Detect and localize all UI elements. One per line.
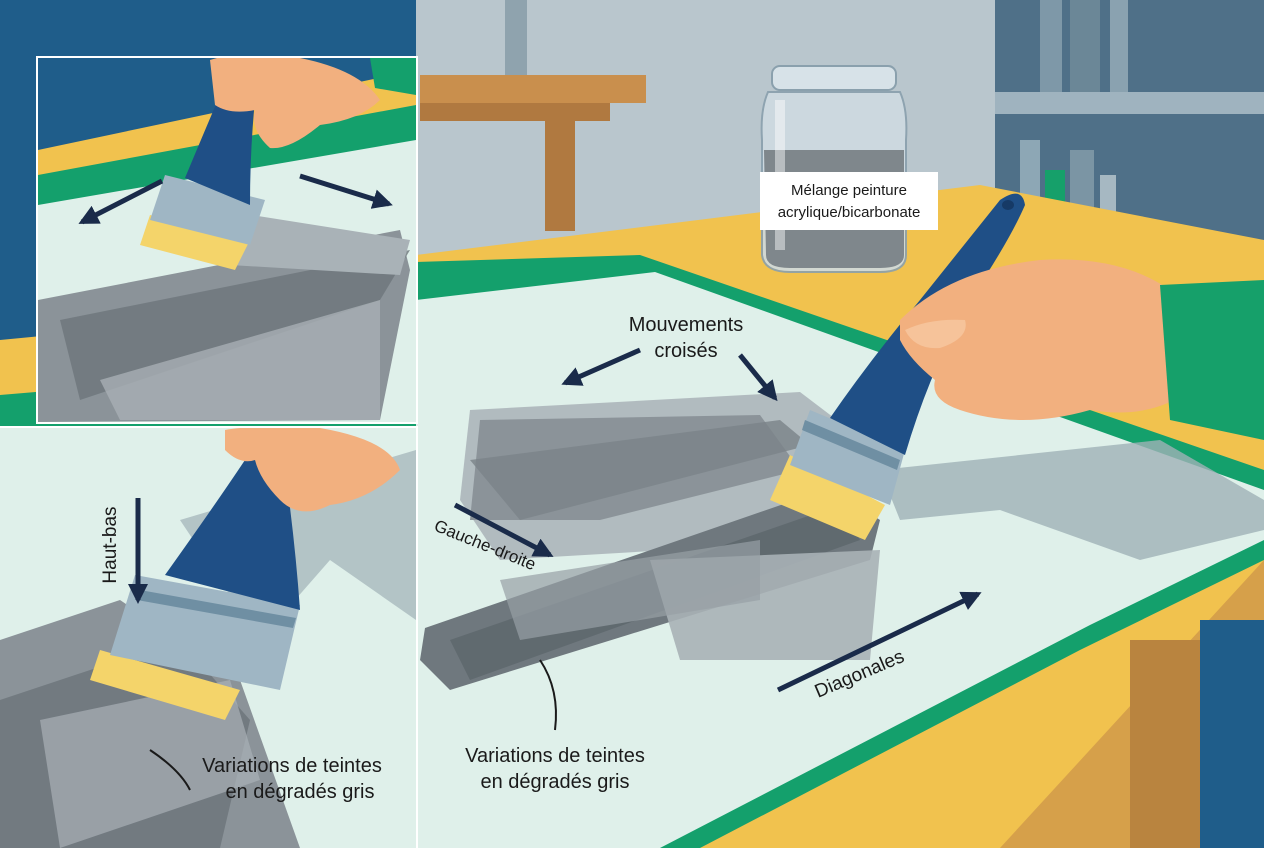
main-panel: Mélange peinture acrylique/bicarbonate — [416, 0, 1264, 848]
sleeve — [1160, 280, 1264, 440]
arrow-inset-left — [78, 178, 164, 225]
main-hand — [900, 259, 1264, 440]
wall-post — [505, 0, 527, 80]
arrow-left-right — [453, 502, 554, 558]
label-crossed-line1: Mouvements — [629, 314, 744, 336]
label-crossed-line2: croisés — [654, 340, 717, 362]
jar-label-line1: Mélange peinture — [791, 182, 907, 199]
leader-line-main — [539, 659, 557, 731]
label-variations-inset-line1: Variations de teintes — [202, 755, 382, 777]
label-variations-main-line2: en dégradés gris — [481, 771, 630, 793]
inset-bottom: Haut-bas Variations de teintes en dégrad… — [0, 426, 418, 848]
paint-strokes — [420, 392, 880, 690]
inset-top — [36, 56, 418, 424]
jar-label-line2: acrylique/bicarbonate — [778, 204, 921, 221]
background-stool — [420, 75, 646, 231]
arrow-inset-right — [299, 173, 393, 209]
arrow-crossed-right — [738, 353, 778, 402]
label-variations-inset-line2: en dégradés gris — [226, 781, 375, 803]
hand-shadow — [880, 440, 1264, 560]
jar-label — [760, 172, 938, 230]
arrow-diagonals — [776, 591, 982, 693]
leader-line-inset — [149, 749, 191, 791]
arrow-crossed-left — [561, 347, 642, 386]
table-leg — [1130, 640, 1200, 848]
floor-shadow — [1200, 620, 1264, 848]
label-up-down: Haut-bas — [100, 506, 121, 583]
label-variations-main-line1: Variations de teintes — [465, 745, 645, 767]
paint-jar — [760, 65, 908, 273]
